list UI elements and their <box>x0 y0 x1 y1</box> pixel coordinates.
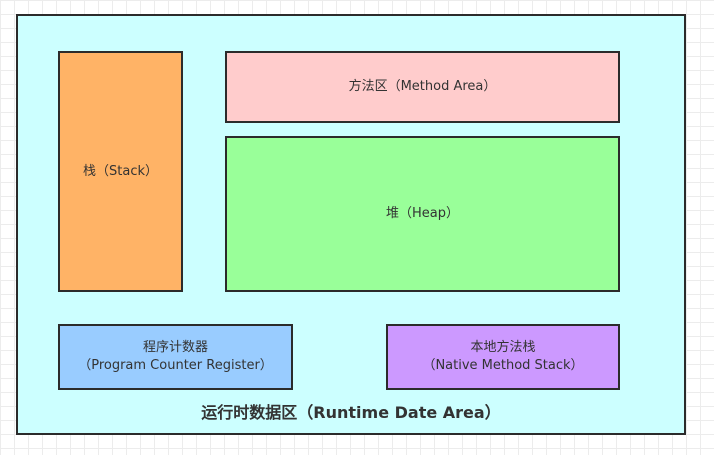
program-counter-label-line2: （Program Counter Register） <box>78 358 273 373</box>
program-counter-block: 程序计数器 （Program Counter Register） <box>58 324 293 390</box>
native-method-stack-block: 本地方法栈 （Native Method Stack） <box>386 324 620 390</box>
heap-label: 堆（Heap） <box>386 206 459 221</box>
heap-block: 堆（Heap） <box>225 136 620 292</box>
method-area-label: 方法区（Method Area） <box>348 79 497 94</box>
stack-label: 栈（Stack） <box>83 163 158 179</box>
method-area-block: 方法区（Method Area） <box>225 51 620 123</box>
stack-block: 栈（Stack） <box>58 51 183 292</box>
native-method-stack-label-line1: 本地方法栈 <box>470 340 536 355</box>
native-method-stack-label-line2: （Native Method Stack） <box>422 358 584 373</box>
runtime-data-area-caption: 运行时数据区（Runtime Date Area） <box>201 403 501 422</box>
program-counter-label-line1: 程序计数器 <box>142 340 208 355</box>
